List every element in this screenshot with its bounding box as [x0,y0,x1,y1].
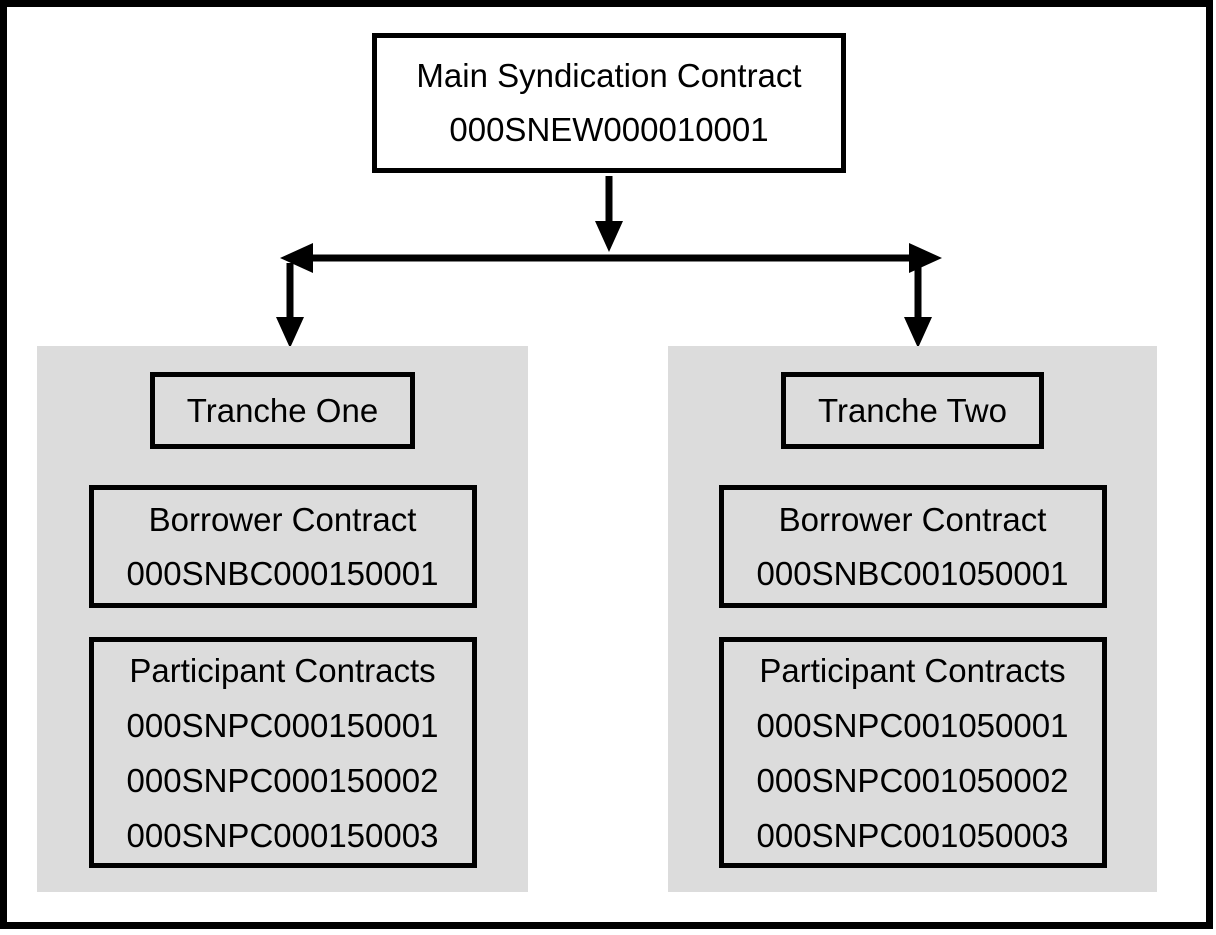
borrower-contract-id: 000SNBC001050001 [756,554,1069,592]
borrower-contract-title: Borrower Contract [148,500,417,538]
arrow-down-to-tranche-one-icon [276,263,304,348]
borrower-contract-title: Borrower Contract [778,500,1047,538]
tranche-two-label: Tranche Two [818,391,1007,429]
main-contract-id: 000SNEW000010001 [449,111,769,148]
tranche-two-box: Tranche Two [781,372,1044,449]
tranche-one-label: Tranche One [186,391,379,429]
tranche-one-participant-contracts-box: Participant Contracts 000SNPC000150001 0… [88,637,477,868]
tranche-one-box: Tranche One [149,372,416,449]
tranche-two-panel: Tranche Two Borrower Contract 000SNBC001… [668,346,1157,892]
participant-contract-id: 000SNPC000150003 [126,816,439,854]
participant-contract-id: 000SNPC001050003 [756,816,1069,854]
participant-contract-id: 000SNPC000150002 [126,761,439,799]
tranche-one-panel: Tranche One Borrower Contract 000SNBC000… [37,346,528,892]
tranche-two-participant-contracts-box: Participant Contracts 000SNPC001050001 0… [718,637,1107,868]
main-contract-title: Main Syndication Contract [416,57,802,94]
borrower-contract-id: 000SNBC000150001 [126,554,439,592]
tranche-two-borrower-contract-box: Borrower Contract 000SNBC001050001 [718,485,1107,608]
participant-contracts-title: Participant Contracts [759,651,1066,689]
arrow-down-to-tranche-two-icon [904,263,932,348]
participant-contract-id: 000SNPC000150001 [126,706,439,744]
participant-contract-id: 000SNPC001050001 [756,706,1069,744]
horizontal-double-arrow-icon [280,243,942,273]
participant-contract-id: 000SNPC001050002 [756,761,1069,799]
participant-contracts-title: Participant Contracts [129,651,436,689]
arrow-down-from-root-icon [595,176,623,252]
tranche-one-borrower-contract-box: Borrower Contract 000SNBC000150001 [88,485,477,608]
main-syndication-contract-box: Main Syndication Contract 000SNEW0000100… [372,33,846,173]
